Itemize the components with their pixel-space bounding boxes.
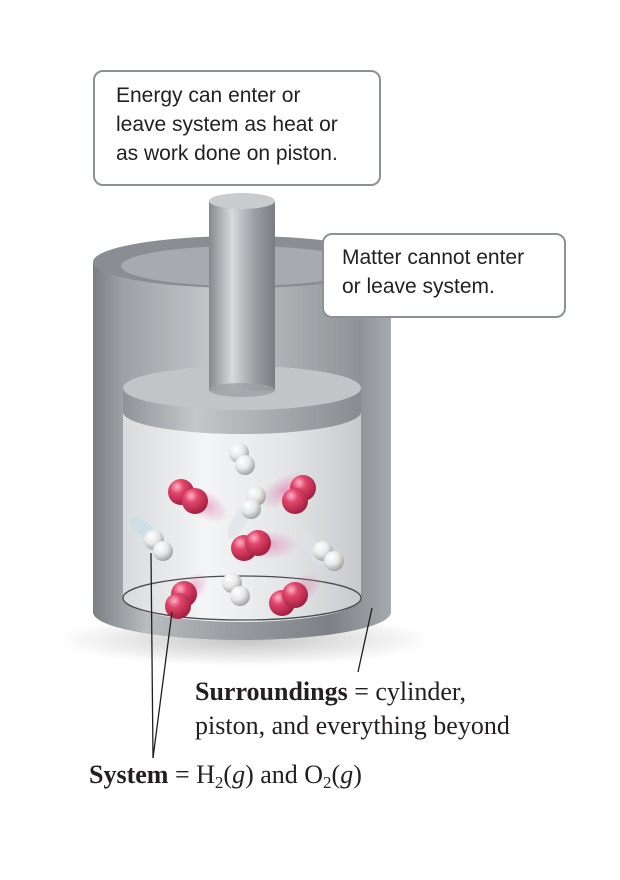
system-equals: = H [168,760,215,789]
o2-molecule [282,475,316,514]
o2-molecule [269,582,308,616]
surroundings-leader [357,607,373,673]
h2-molecule [229,443,255,475]
o2-subscript: 2 [323,773,332,792]
system-term: System [89,760,169,789]
h2-molecule [313,541,344,571]
leader-lines [150,552,373,759]
surroundings-term: Surroundings [195,677,348,706]
surroundings-line-2: piston, and everything beyond [195,711,510,740]
o2-molecule [231,530,271,561]
surroundings-equals: = cylinder, [347,677,467,706]
h2-subscript: 2 [214,773,224,792]
h2-molecule [222,573,250,606]
chamber-floor [122,575,362,621]
matter-callout-line-1: Matter cannot enter [342,246,525,269]
energy-callout: Energy can enter or leave system as heat… [93,70,381,186]
gas-state-1: g [232,760,246,789]
energy-callout-line-1: Energy can enter or [116,84,301,107]
matter-callout: Matter cannot enter or leave system. [322,233,566,318]
system-label: System = H2(g) and O2(g) [89,760,362,793]
matter-callout-line-2: or leave system. [342,275,495,298]
paren-close: ) [353,760,362,789]
energy-callout-line-2: leave system as heat or [116,113,338,136]
h2-molecule [241,486,266,519]
surroundings-label: Surroundings = cylinder, piston, and eve… [195,675,510,743]
piston-rod [209,201,275,391]
gas-state-2: g [340,760,354,789]
system-leader-h2 [150,552,154,759]
piston-rod-base [209,383,275,397]
system-leader-o2 [152,611,173,759]
h2-molecule [144,530,173,561]
and-o: ) and O [245,760,324,789]
piston-rod-top [209,193,275,209]
o2-molecule [168,479,208,514]
surroundings-line-1: Surroundings = cylinder, [195,675,510,709]
hydrogen-molecules [144,443,344,606]
paren-open-1: ( [223,760,233,789]
paren-open-2: ( [331,760,341,789]
energy-callout-line-3: as work done on piston. [116,142,338,165]
